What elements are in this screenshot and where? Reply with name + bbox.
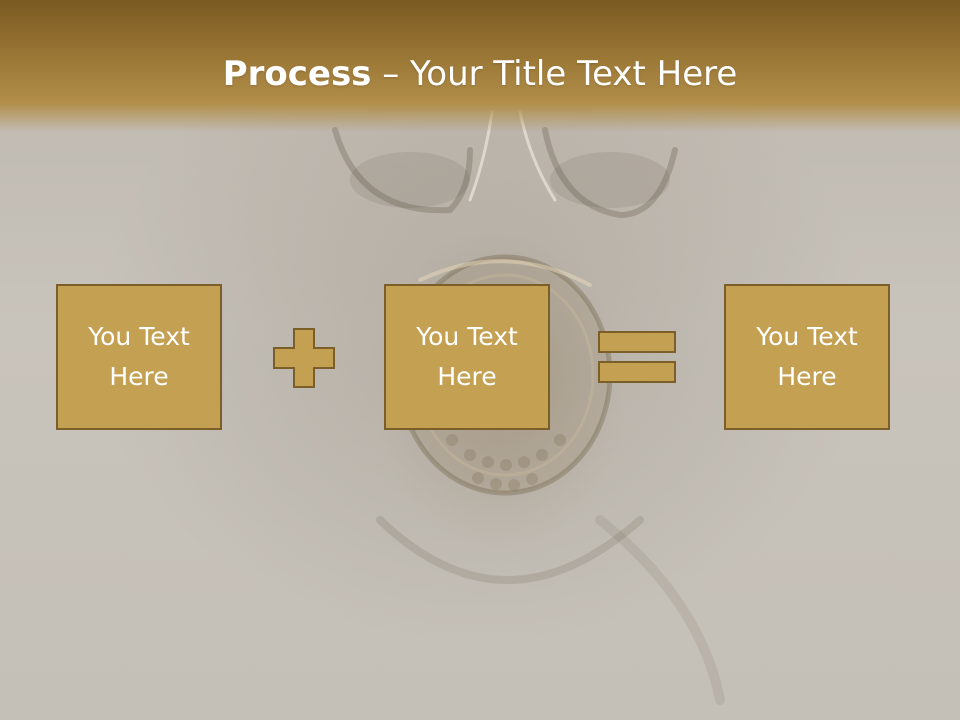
title-bold: Process [222, 54, 372, 94]
process-box-1[interactable]: You Text Here [56, 284, 222, 430]
equals-icon [598, 331, 676, 383]
title-rest: – Your Title Text Here [371, 54, 738, 94]
process-box-2-text: You Text Here [416, 322, 518, 391]
process-box-1-text: You Text Here [88, 322, 190, 391]
slide-title: Process – Your Title Text Here [0, 52, 960, 96]
plus-icon [273, 328, 335, 388]
title-bar [0, 0, 960, 132]
process-box-3-text: You Text Here [756, 322, 858, 391]
process-box-3[interactable]: You Text Here [724, 284, 890, 430]
process-box-2[interactable]: You Text Here [384, 284, 550, 430]
